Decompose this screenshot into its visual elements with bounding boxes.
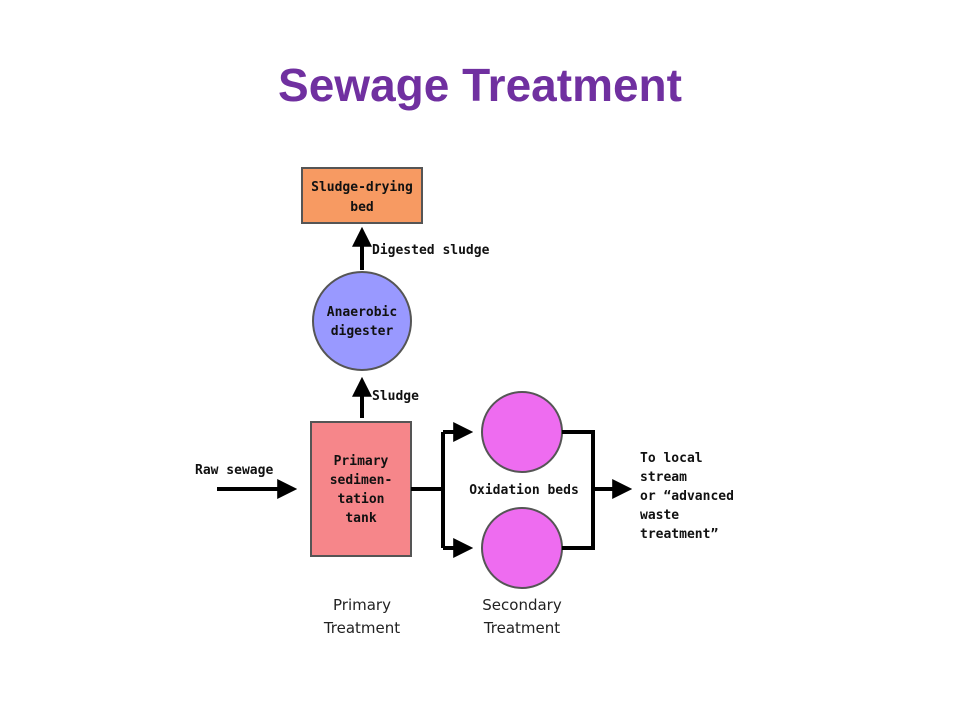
tank-label-3: tation [338,492,385,507]
anaerobic-digester-circle [312,271,412,371]
outlet-label-5: treatment” [640,527,718,542]
outlet-label-1: To local [640,451,703,466]
primary-stage-label-1: Primary [333,596,391,614]
primary-sedimentation-tank: Primary sedimen- tation tank [310,421,412,557]
secondary-stage-label-2: Treatment [483,619,560,637]
outlet-label-2: stream [640,470,687,485]
secondary-stage-label-1: Secondary [482,596,562,614]
sludge-drying-bed-box [301,167,423,224]
raw-sewage-label: Raw sewage [195,463,273,478]
tank-label-2: sedimen- [330,473,393,488]
slide-title: Sewage Treatment [278,59,682,111]
anaerobic-digester-label-1: Anaerobic [327,305,397,320]
tank-label-1: Primary [334,454,389,469]
sludge-drying-bed-label-1: Sludge-drying [311,180,413,195]
oxidation-bed-upper [481,391,563,473]
outlet-label-4: waste [640,508,679,523]
sludge-drying-bed: Sludge-drying bed [301,167,423,224]
outlet-label-3: or “advanced [640,489,734,504]
anaerobic-digester-label-2: digester [331,324,394,339]
sludge-drying-bed-label-2: bed [350,200,373,215]
primary-stage-label-2: Treatment [323,619,400,637]
primary-sedimentation-tank-box [310,421,412,557]
oxidation-bed-lower [481,507,563,589]
oxidation-beds-label: Oxidation beds [469,483,579,498]
sludge-label: Sludge [372,389,419,404]
anaerobic-digester: Anaerobic digester [312,271,412,371]
digested-sludge-label: Digested sludge [372,243,490,258]
tank-label-4: tank [345,511,376,526]
